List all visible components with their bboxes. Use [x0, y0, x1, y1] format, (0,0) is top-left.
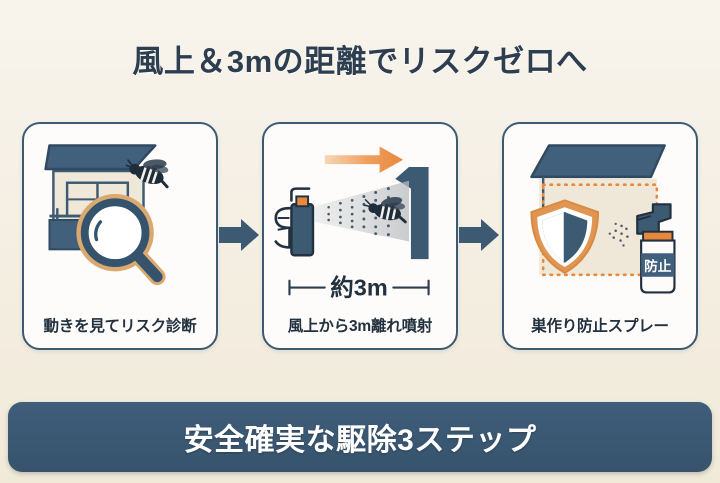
arrow-step1-to-step2 [219, 218, 259, 252]
dimension-line-icon [288, 279, 430, 296]
page-title: 風上＆3mの距離でリスクゼロへ [132, 44, 588, 79]
steps-row: 動きを見てリスク診断 [0, 122, 720, 352]
bee-icon [363, 197, 407, 224]
distance-label: 約3m [330, 273, 387, 300]
step-1-label: 動きを見てリスク診断 [43, 318, 197, 335]
magnifier-icon [76, 194, 166, 286]
banner-title: 安全確実な駆除3ステップ [183, 424, 537, 457]
step-card-3[interactable]: 防止 巣作り防止スプレー [502, 122, 698, 350]
spray-bottle-icon: 防止 [636, 203, 676, 294]
step-3-label: 巣作り防止スプレー [531, 318, 669, 335]
step-2-label: 風上から3m離れ噴射 [287, 318, 433, 335]
spray-can-icon [274, 187, 315, 257]
bottle-label: 防止 [644, 258, 672, 274]
step-card-1[interactable]: 動きを見てリスク診断 [22, 122, 218, 350]
wind-arrow-icon [324, 146, 404, 173]
step-3-illustration: 防止 [504, 130, 696, 306]
step-1-illustration [24, 130, 216, 306]
arrow-step2-to-step3 [459, 218, 499, 252]
shield-icon [530, 199, 600, 274]
step-card-2[interactable]: 約3m 風上から3m離れ噴射 [262, 122, 458, 350]
step-2-illustration: 約3m [264, 130, 456, 306]
spray-mist-icon [608, 222, 629, 247]
spray-cone-icon [314, 180, 409, 242]
bottom-banner: 安全確実な駆除3ステップ [8, 402, 712, 472]
nest-wall-icon [395, 167, 429, 260]
bee-icon [125, 159, 169, 189]
